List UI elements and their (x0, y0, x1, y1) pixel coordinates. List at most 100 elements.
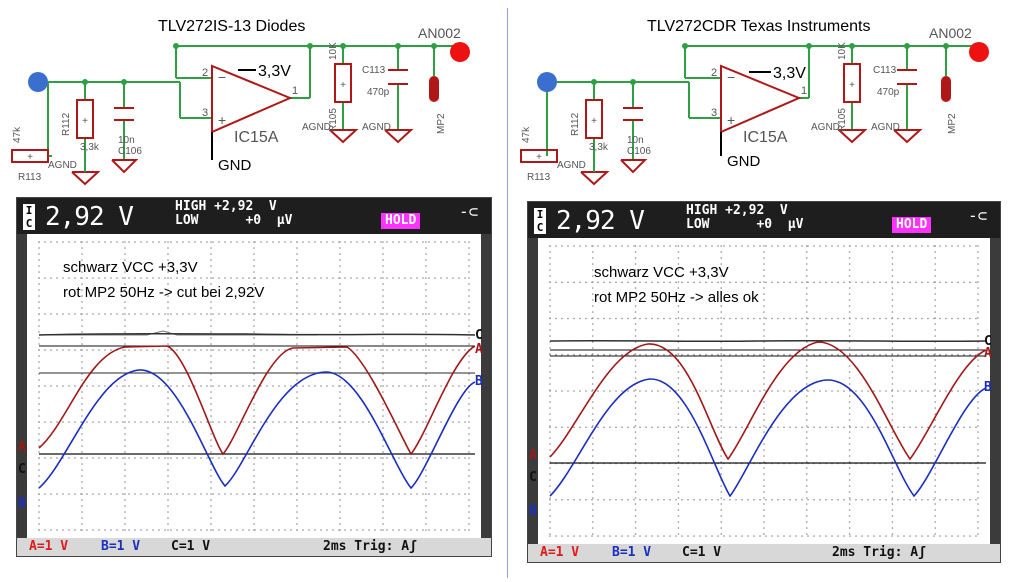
agnd-label-1: AGND (48, 160, 77, 171)
scope-grid (38, 241, 476, 531)
c106-value: 10n (627, 135, 644, 146)
r113-value: 47k (521, 126, 532, 143)
pin-out: 1 (292, 85, 298, 97)
opamp-schematic: − + 2 3 1 3,3V GND IC15A + R112 3,3k 10n… (520, 25, 989, 186)
scope-high: HIGH +2,92 V (175, 199, 277, 214)
scope-screen: schwarz VCC +3,3V rot MP2 50Hz -> cut be… (18, 234, 483, 538)
trace-b-input (38, 369, 476, 490)
agnd-label-1: AGND (557, 160, 586, 171)
channel-end-c: C (475, 328, 483, 343)
scope-note-line1: schwarz VCC +3,3V (63, 259, 198, 276)
svg-text:+: + (82, 116, 88, 127)
channel-marker-a: A (18, 440, 26, 455)
r112-resistor (585, 99, 603, 139)
svg-text:+: + (536, 152, 542, 163)
input-node (28, 72, 48, 92)
ground-label: GND (727, 153, 761, 170)
scope-screen: schwarz VCC +3,3V rot MP2 50Hz -> alles … (529, 238, 992, 544)
mp2-label: MP2 (947, 113, 958, 134)
agnd-label-3: AGND (362, 122, 391, 133)
supply-label: 3,3V (773, 65, 806, 82)
channel-end-b: B (475, 374, 483, 389)
channel-marker-a: A (529, 448, 537, 463)
channel-end-a: A (475, 342, 483, 357)
channel-end-a: A (984, 346, 992, 361)
r113-resistor (520, 149, 558, 163)
channel-marker-b: B (18, 496, 26, 511)
agnd-label-2: AGND (811, 122, 840, 133)
scope-low: LOW +0 µV (686, 217, 804, 232)
mp2-label: MP2 (436, 113, 447, 134)
r105-value: 10K (328, 42, 339, 60)
svg-text:+: + (591, 116, 597, 127)
c113-label: C113 (362, 65, 386, 76)
pin-plus: 3 (711, 107, 717, 119)
svg-text:+: + (340, 80, 346, 91)
mp2-testpoint (429, 76, 439, 102)
hold-badge: HOLD (892, 217, 932, 233)
scope-note-line2: rot MP2 50Hz -> cut bei 2,92V (63, 284, 265, 301)
r113-resistor (11, 149, 49, 163)
trace-c-vcc (38, 333, 476, 336)
power-plug-icon: -⊂ (968, 206, 988, 225)
input-node (537, 72, 557, 92)
scope-bottombar: A=1 V B=1 V C=1 V 2ms Trig: Aʃ (17, 538, 491, 556)
agnd-label-2: AGND (302, 122, 331, 133)
scale-c: C=1 V (682, 545, 722, 560)
scale-b: B=1 V (612, 545, 652, 560)
r113-label: R113 (18, 172, 42, 183)
timebase-trigger: 2ms Trig: Aʃ (323, 539, 417, 554)
c106-label: C106 (118, 146, 142, 157)
timebase-trigger: 2ms Trig: Aʃ (832, 545, 926, 560)
agnd-label-3: AGND (871, 122, 900, 133)
channel-marker-c: C (529, 470, 537, 485)
r105-label: R105 (328, 108, 339, 132)
trace-a-mp2 (38, 345, 476, 456)
scope-high: HIGH +2,92 V (686, 203, 788, 218)
net-label: AN002 (929, 25, 972, 41)
scale-b: B=1 V (101, 539, 141, 554)
scope-reading: 2,92 V (45, 202, 134, 232)
svg-text:+: + (727, 112, 735, 128)
supply-label: 3,3V (258, 63, 291, 80)
c106-label: C106 (627, 146, 651, 157)
trace-a-mp2 (549, 341, 987, 461)
scope-grid (549, 245, 987, 537)
pin-minus: 2 (711, 67, 717, 79)
scope-note-line1: schwarz VCC +3,3V (594, 264, 729, 281)
output-node (450, 42, 470, 62)
channel-marker-b: B (529, 504, 537, 519)
r105-resistor (843, 63, 861, 103)
c113-label: C113 (873, 65, 897, 76)
scope-bottombar: A=1 V B=1 V C=1 V 2ms Trig: Aʃ (528, 544, 1000, 562)
pin-minus: 2 (202, 67, 208, 79)
c113-value: 470p (367, 87, 390, 98)
svg-text:+: + (218, 112, 226, 128)
scale-a: A=1 V (540, 545, 580, 560)
r112-label: R112 (570, 112, 581, 136)
r113-label: R113 (527, 172, 551, 183)
output-node (969, 42, 989, 62)
scope-low: LOW +0 µV (175, 213, 293, 228)
panel-title: TLV272IS-13 Diodes (158, 18, 306, 35)
trace-c-vcc (549, 339, 987, 343)
svg-text:+: + (849, 80, 855, 91)
c106-value: 10n (118, 135, 135, 146)
opamp-symbol (720, 64, 802, 134)
trace-b-input (549, 378, 987, 498)
opamp-label: IC15A (743, 129, 788, 146)
pin-plus: 3 (202, 107, 208, 119)
panel-title: TLV272CDR Texas Instruments (647, 18, 871, 35)
panel-divider (507, 8, 508, 578)
r105-value: 10K (837, 42, 848, 60)
panel-left: TLV272IS-13 Diodes (0, 0, 504, 582)
svg-text:−: − (218, 69, 226, 85)
opamp-label: IC15A (234, 129, 279, 146)
channel-marker-c: C (18, 462, 26, 477)
r112-value: 3,3k (589, 142, 609, 153)
